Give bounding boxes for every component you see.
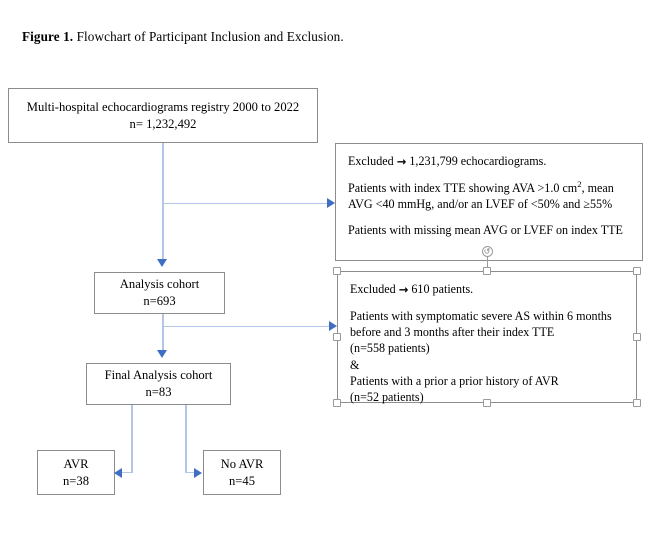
arrowhead-right-noavr bbox=[194, 467, 202, 478]
figure-caption-label: Figure 1. bbox=[22, 29, 74, 44]
exclusion-second-criteria2-line1: Patients with a prior a prior history of… bbox=[350, 373, 559, 388]
connector-final-to-noavr-vertical bbox=[185, 405, 187, 473]
node-analysis-cohort-line1: Analysis cohort bbox=[119, 277, 200, 292]
rotate-handle-stem bbox=[486, 256, 488, 269]
connector-final-to-avr-vertical bbox=[131, 405, 133, 473]
exclusion-first-heading-prefix: Excluded bbox=[348, 154, 394, 168]
node-final-analysis-cohort[interactable]: Final Analysis cohort n=83 bbox=[86, 363, 231, 405]
exclusion-box-second[interactable]: Excluded → 610 patients. Patients with s… bbox=[337, 271, 637, 404]
node-registry-line1: Multi-hospital echocardiograms registry … bbox=[26, 99, 300, 114]
node-avr-line2: n=38 bbox=[63, 473, 89, 488]
right-arrow-icon: → bbox=[396, 154, 407, 169]
node-analysis-cohort[interactable]: Analysis cohort n=693 bbox=[94, 272, 225, 314]
exclusion-second-heading: Excluded → 610 patients. bbox=[350, 281, 625, 298]
connector-final-to-avr-horizontal bbox=[122, 472, 132, 474]
right-arrow-icon: → bbox=[398, 282, 409, 297]
arrowhead-right-exclusion-first bbox=[327, 198, 335, 209]
node-registry[interactable]: Multi-hospital echocardiograms registry … bbox=[8, 88, 318, 143]
selection-handle-top-center[interactable] bbox=[483, 267, 491, 275]
node-avr-line1: AVR bbox=[63, 456, 89, 471]
selection-handle-middle-left[interactable] bbox=[333, 333, 341, 341]
selection-handle-middle-right[interactable] bbox=[633, 333, 641, 341]
exclusion-second-criteria-line1: Patients with symptomatic severe AS with… bbox=[350, 308, 612, 323]
arrowhead-left-avr bbox=[114, 467, 122, 478]
exclusion-first-criteria-a: Patients with index TTE showing AVA >1.0… bbox=[348, 180, 578, 195]
node-registry-line2: n= 1,232,492 bbox=[129, 116, 197, 131]
node-no-avr-line1: No AVR bbox=[220, 456, 264, 471]
selection-handle-top-right[interactable] bbox=[633, 267, 641, 275]
spacer bbox=[348, 170, 631, 180]
exclusion-first-missing: Patients with missing mean AVG or LVEF o… bbox=[348, 223, 623, 238]
node-analysis-cohort-line2: n=693 bbox=[143, 294, 176, 308]
node-final-analysis-cohort-line2: n=83 bbox=[145, 385, 172, 399]
exclusion-box-first[interactable]: Excluded → 1,231,799 echocardiograms. Pa… bbox=[335, 143, 643, 261]
selection-handle-bottom-right[interactable] bbox=[633, 399, 641, 407]
arrowhead-right-exclusion-second bbox=[329, 321, 337, 332]
connector-analysis-to-final bbox=[162, 314, 164, 352]
exclusion-first-criteria-b: , mean AVG <40 mmHg, and/or an LVEF of <… bbox=[348, 180, 614, 212]
exclusion-second-heading-prefix: Excluded bbox=[350, 282, 396, 296]
exclusion-second-heading-value: 610 patients. bbox=[411, 282, 474, 296]
selection-handle-top-left[interactable] bbox=[333, 267, 341, 275]
node-final-analysis-cohort-line1: Final Analysis cohort bbox=[104, 368, 213, 383]
exclusion-first-criteria: Patients with index TTE showing AVA >1.0… bbox=[348, 180, 631, 212]
exclusion-first-heading-value: 1,231,799 echocardiograms. bbox=[409, 154, 547, 168]
figure-caption: Figure 1. Flowchart of Participant Inclu… bbox=[22, 29, 344, 46]
figure-caption-text: Flowchart of Participant Inclusion and E… bbox=[76, 29, 344, 44]
exclusion-first-heading: Excluded → 1,231,799 echocardiograms. bbox=[348, 153, 631, 170]
spacer bbox=[348, 212, 631, 222]
exclusion-second-criteria2-line2: (n=52 patients) bbox=[350, 389, 424, 404]
arrowhead-down-analysis bbox=[157, 259, 168, 267]
arrowhead-down-final bbox=[157, 350, 168, 358]
exclusion-second-criteria-line2: before and 3 months after their index TT… bbox=[350, 325, 555, 340]
spacer bbox=[350, 298, 625, 308]
rotate-handle-icon[interactable]: ↺ bbox=[481, 246, 493, 257]
connector-registry-to-analysis bbox=[162, 143, 164, 260]
exclusion-second-ampersand: & bbox=[350, 357, 360, 372]
node-avr[interactable]: AVR n=38 bbox=[37, 450, 115, 495]
exclusion-first-criteria-superscript: 2 bbox=[577, 178, 582, 189]
connector-branch-exclusion-first bbox=[162, 203, 328, 205]
exclusion-second-criteria-line3: (n=558 patients) bbox=[350, 341, 430, 356]
connector-branch-exclusion-second bbox=[162, 326, 330, 328]
node-no-avr-line2: n=45 bbox=[229, 473, 255, 488]
selection-handle-bottom-left[interactable] bbox=[333, 399, 341, 407]
selection-handle-bottom-center[interactable] bbox=[483, 399, 491, 407]
node-no-avr[interactable]: No AVR n=45 bbox=[203, 450, 281, 495]
connector-final-to-noavr-horizontal bbox=[185, 472, 195, 474]
